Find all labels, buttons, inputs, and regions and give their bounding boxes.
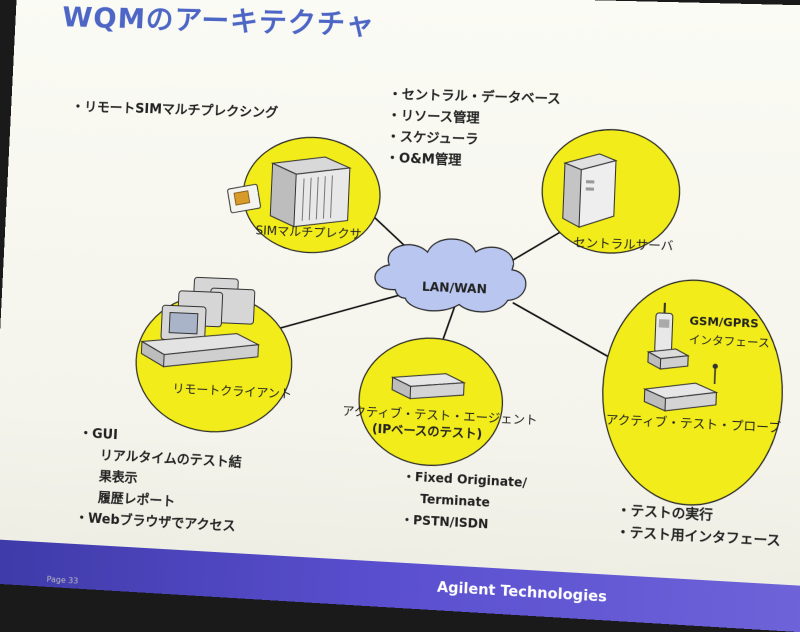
page-number: Page 33 bbox=[46, 575, 78, 586]
agent-bullets: Fixed Originate/ Terminate PSTN/ISDN bbox=[400, 466, 527, 538]
gsm-label: GSM/GPRS bbox=[689, 314, 759, 330]
probe-bullets: テストの実行 テスト用インタフェース bbox=[616, 500, 782, 553]
server-icon bbox=[562, 153, 616, 229]
gsm-sublabel: インタフェース bbox=[688, 331, 770, 351]
network-label: LAN/WAN bbox=[422, 279, 488, 296]
cloud-icon bbox=[374, 236, 528, 315]
client-bullets: GUI リアルタイムのテスト結 果表示 履歴レポート Webブラウザでアクセス bbox=[75, 423, 243, 538]
server-bullets: セントラル・データベース リソース管理 スケジューラ O&M管理 bbox=[385, 84, 561, 175]
rack-icon bbox=[270, 155, 351, 228]
node-agent bbox=[356, 335, 505, 469]
